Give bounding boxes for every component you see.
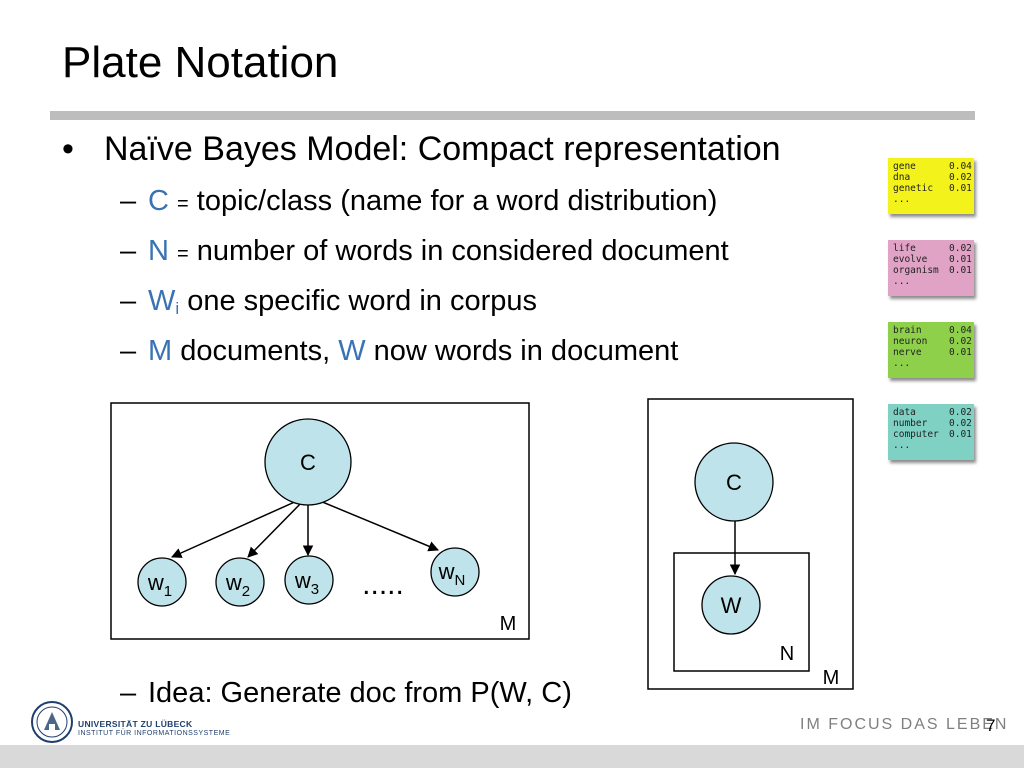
node-w2 <box>215 557 265 607</box>
node-w2-label: w2 <box>225 570 250 600</box>
equals-sign: = <box>177 243 189 265</box>
dash: – <box>120 335 137 367</box>
equals-sign: = <box>177 193 189 215</box>
sub-text-2: now words in document <box>365 335 679 367</box>
plate-notation-diagram: C W N M <box>647 398 854 690</box>
node-c-label: C <box>726 470 742 495</box>
dash: – <box>120 185 137 217</box>
plate-m-label: M <box>823 667 840 689</box>
outer-plate-m <box>647 398 854 690</box>
node-w-label: W <box>721 593 742 618</box>
sub-bullet-word-i: –Wi one specific word in corpus <box>120 285 537 319</box>
sub-bullet-topic: –C = topic/class (name for a word distri… <box>120 185 717 218</box>
naive-bayes-expanded-diagram: C w1 w2 w3 ..... wN M <box>110 402 530 640</box>
node-w3 <box>284 555 334 605</box>
plate-n-label: N <box>780 643 794 665</box>
page-number: 7 <box>986 716 996 735</box>
main-bullet: • Naïve Bayes Model: Compact representati… <box>62 130 781 169</box>
inner-plate-n <box>673 552 810 672</box>
edge-c-wn <box>307 495 439 552</box>
var-w: W <box>148 285 176 317</box>
title-divider <box>50 111 975 120</box>
dash: – <box>120 285 137 317</box>
sub-text: one specific word in corpus <box>179 285 537 317</box>
sub-text: documents, <box>172 335 339 367</box>
node-w <box>701 575 761 635</box>
sub-bullet-documents: –M documents, W now words in document <box>120 335 678 368</box>
dash: – <box>120 235 137 267</box>
main-bullet-text: Naïve Bayes Model: Compact representatio… <box>104 130 781 168</box>
plate-m <box>110 402 530 640</box>
institute-name: INSTITUT FÜR INFORMATIONSSYSTEME <box>78 730 231 737</box>
node-c <box>264 418 352 506</box>
node-c-label: C <box>300 450 316 475</box>
node-w3-label: w3 <box>294 568 319 598</box>
node-c <box>694 442 774 522</box>
node-w1-label: w1 <box>147 570 172 600</box>
node-wn <box>430 547 480 597</box>
var-n: N <box>148 235 169 267</box>
var-c: C <box>148 185 169 217</box>
sub-bullet-words: –N = number of words in considered docum… <box>120 235 729 268</box>
slide-title: Plate Notation <box>62 38 339 87</box>
sub-text: number of words in considered document <box>188 235 729 267</box>
plate-m-label: M <box>500 613 517 635</box>
footer-band <box>0 745 1024 768</box>
ellipsis: ..... <box>362 568 404 601</box>
edge-c-w2 <box>247 495 309 558</box>
var-m: M <box>148 335 173 367</box>
var-w-subscript: i <box>175 299 180 318</box>
node-w1 <box>137 557 187 607</box>
dash: – <box>120 677 137 709</box>
slogan: IM FOCUS DAS LEBEN <box>800 716 1009 733</box>
edge-c-w1 <box>171 495 309 558</box>
node-wn-label: wN <box>438 559 466 589</box>
var-w2: W <box>338 335 366 367</box>
university-name: UNIVERSITÄT ZU LÜBECK <box>78 719 193 729</box>
university-seal-icon <box>31 701 73 743</box>
bullet-dot: • <box>62 130 74 168</box>
idea-text: Idea: Generate doc from P(W, C) <box>148 677 572 709</box>
sub-bullet-idea: –Idea: Generate doc from P(W, C) <box>120 677 572 710</box>
sub-text: topic/class (name for a word distributio… <box>188 185 718 217</box>
